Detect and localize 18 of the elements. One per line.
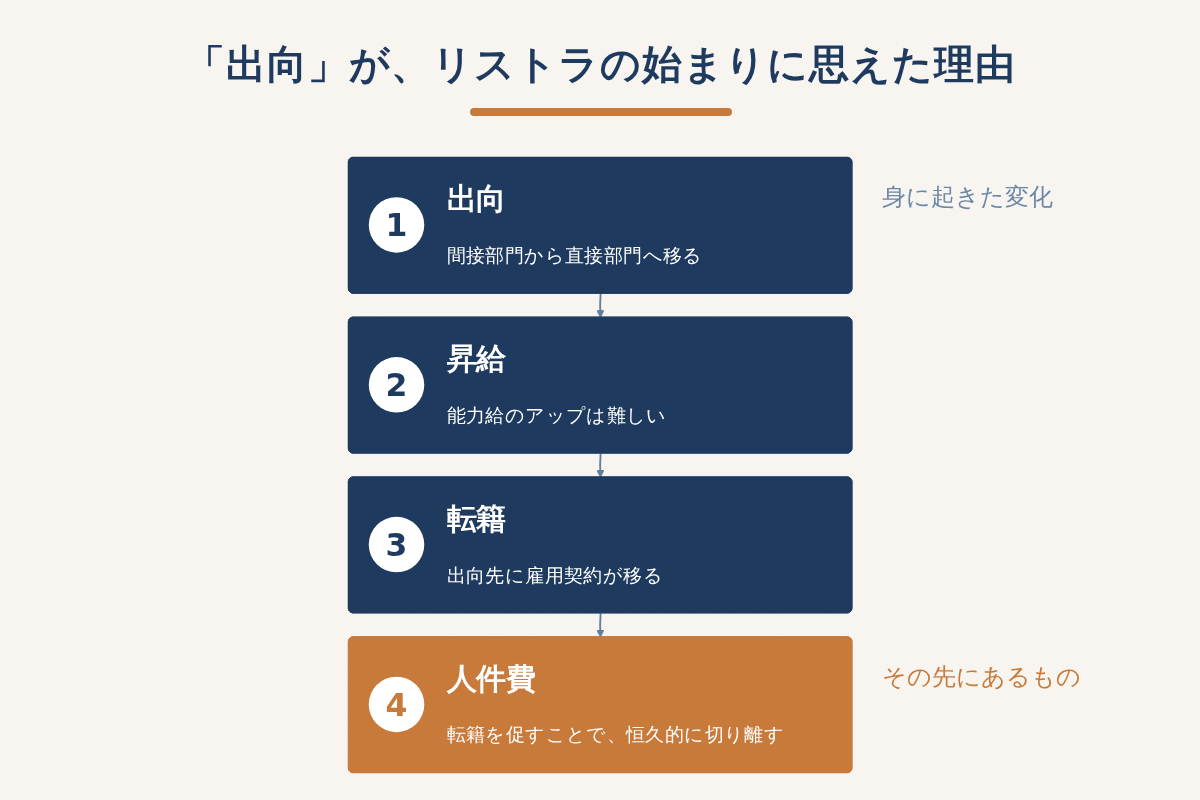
step-title: 昇給 (446, 340, 506, 379)
step-card (347, 156, 853, 294)
side-note: 身に起きた変化 (881, 182, 1053, 214)
step-description: 出向先に雇用契約が移る (446, 563, 663, 589)
step-card (347, 316, 853, 454)
step-description: 間接部門から直接部門へ移る (446, 243, 703, 269)
step-description: 能力給のアップは難しい (446, 403, 667, 429)
step-description: 転籍を促すことで、恒久的に切り離す (446, 723, 785, 749)
step-card (347, 476, 853, 614)
step-title: 人件費 (446, 659, 536, 699)
arrow (596, 292, 605, 319)
arrow (596, 452, 605, 478)
step-title: 出向 (446, 180, 506, 219)
step-card (347, 636, 853, 774)
page-title: 「出向」が、リストラの始まりに思えた理由 (184, 40, 1016, 89)
side-note: その先にあるもの (881, 661, 1081, 693)
step-title: 転籍 (446, 500, 506, 539)
arrow (596, 612, 605, 638)
